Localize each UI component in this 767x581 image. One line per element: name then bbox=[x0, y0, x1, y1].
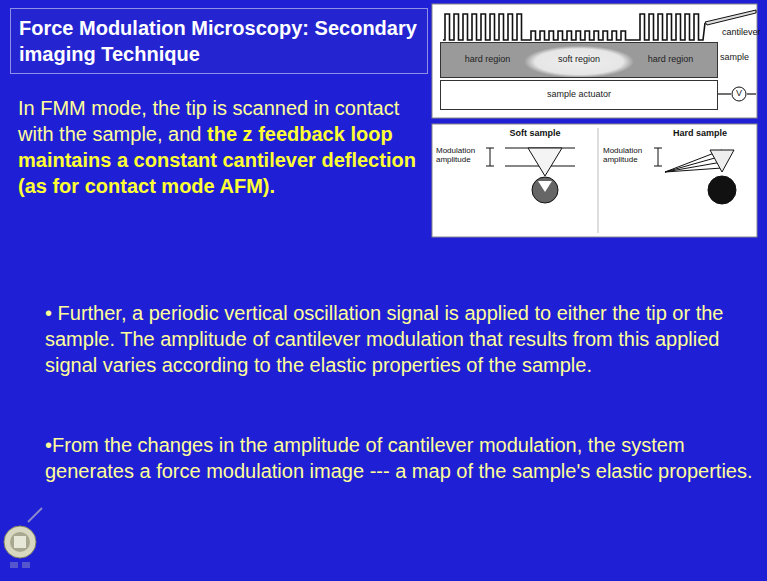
divider bbox=[598, 128, 599, 233]
bullet-text: •From the changes in the amplitude of ca… bbox=[45, 432, 760, 484]
voltage-source: V bbox=[731, 86, 747, 102]
hard-sample-sketch bbox=[654, 148, 736, 204]
bottom-panel bbox=[432, 124, 757, 237]
node-text: soft region bbox=[558, 55, 600, 65]
part-label: sample bbox=[720, 53, 749, 63]
part-label: cantilever bbox=[722, 27, 762, 37]
panel-heading: Soft sample bbox=[500, 128, 570, 138]
wire bbox=[718, 93, 731, 94]
node-text: V bbox=[736, 89, 742, 99]
axis-label: Modulation amplitude bbox=[436, 146, 484, 164]
institute-logo bbox=[4, 508, 42, 568]
wire bbox=[747, 93, 756, 94]
panel-heading: Hard sample bbox=[665, 128, 735, 138]
sample-block: hard regionsoft regionhard regionsample bbox=[440, 42, 718, 78]
sample-actuator: sample actuator bbox=[440, 80, 718, 110]
cantilever-beam bbox=[705, 10, 756, 25]
soft-sample-sketch bbox=[486, 148, 575, 203]
cantilever-trace bbox=[443, 14, 705, 40]
node-text: hard region bbox=[465, 55, 511, 65]
node-text: sample actuator bbox=[547, 90, 611, 100]
bullet-text: • Further, a periodic vertical oscillati… bbox=[45, 300, 760, 378]
top-panel bbox=[432, 4, 757, 118]
node-text: hard region bbox=[648, 55, 694, 65]
paragraph: In FMM mode, the tip is scanned in conta… bbox=[18, 95, 423, 199]
slide-title: Force Modulation Microscopy: Secondary i… bbox=[10, 8, 428, 74]
axis-label: Modulation amplitude bbox=[603, 146, 653, 164]
